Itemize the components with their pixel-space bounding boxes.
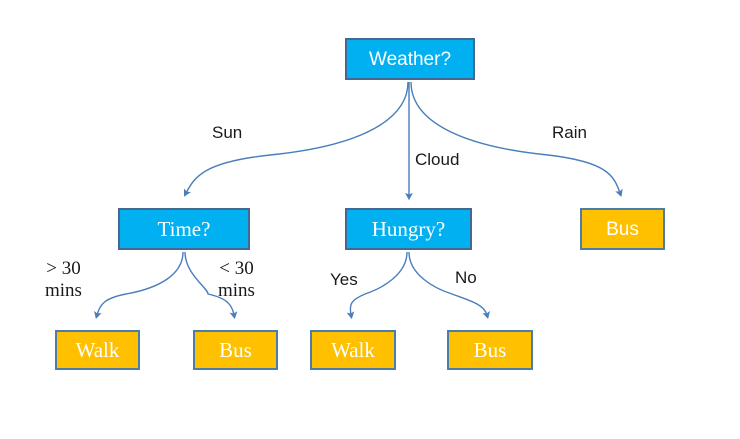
edge-label-e-sun: Sun	[212, 123, 243, 142]
edge-label-e-yes: Yes	[330, 270, 358, 289]
node-bus_no[interactable]: Bus	[447, 330, 533, 370]
edge-paths	[94, 81, 623, 320]
node-label: Bus	[606, 218, 639, 240]
node-walk_long[interactable]: Walk	[55, 330, 140, 370]
node-label: Hungry?	[371, 216, 446, 241]
edge-label-e-cloud: Cloud	[415, 150, 460, 169]
node-label: Weather?	[368, 48, 452, 70]
node-label: Walk	[331, 337, 375, 362]
node-weather[interactable]: Weather?	[345, 38, 475, 80]
edge-label-e-gt30: > 30 mins	[45, 258, 82, 301]
node-bus_rain[interactable]: Bus	[580, 208, 665, 250]
node-label: Bus	[219, 337, 252, 362]
node-label: Walk	[75, 337, 120, 362]
edge-e-gt30	[94, 251, 184, 320]
node-walk_yes[interactable]: Walk	[310, 330, 396, 370]
node-time[interactable]: Time?	[118, 208, 250, 250]
node-label: Bus	[473, 337, 507, 362]
edge-label-e-rain: Rain	[552, 123, 587, 142]
edge-label-e-lt30: < 30 mins	[218, 258, 255, 301]
edge-label-e-no: No	[455, 268, 477, 287]
node-hungry[interactable]: Hungry?	[345, 208, 472, 250]
node-label: Time?	[157, 216, 211, 241]
edge-e-rain	[410, 81, 623, 197]
node-bus_short[interactable]: Bus	[193, 330, 278, 370]
edge-e-yes	[346, 251, 408, 320]
